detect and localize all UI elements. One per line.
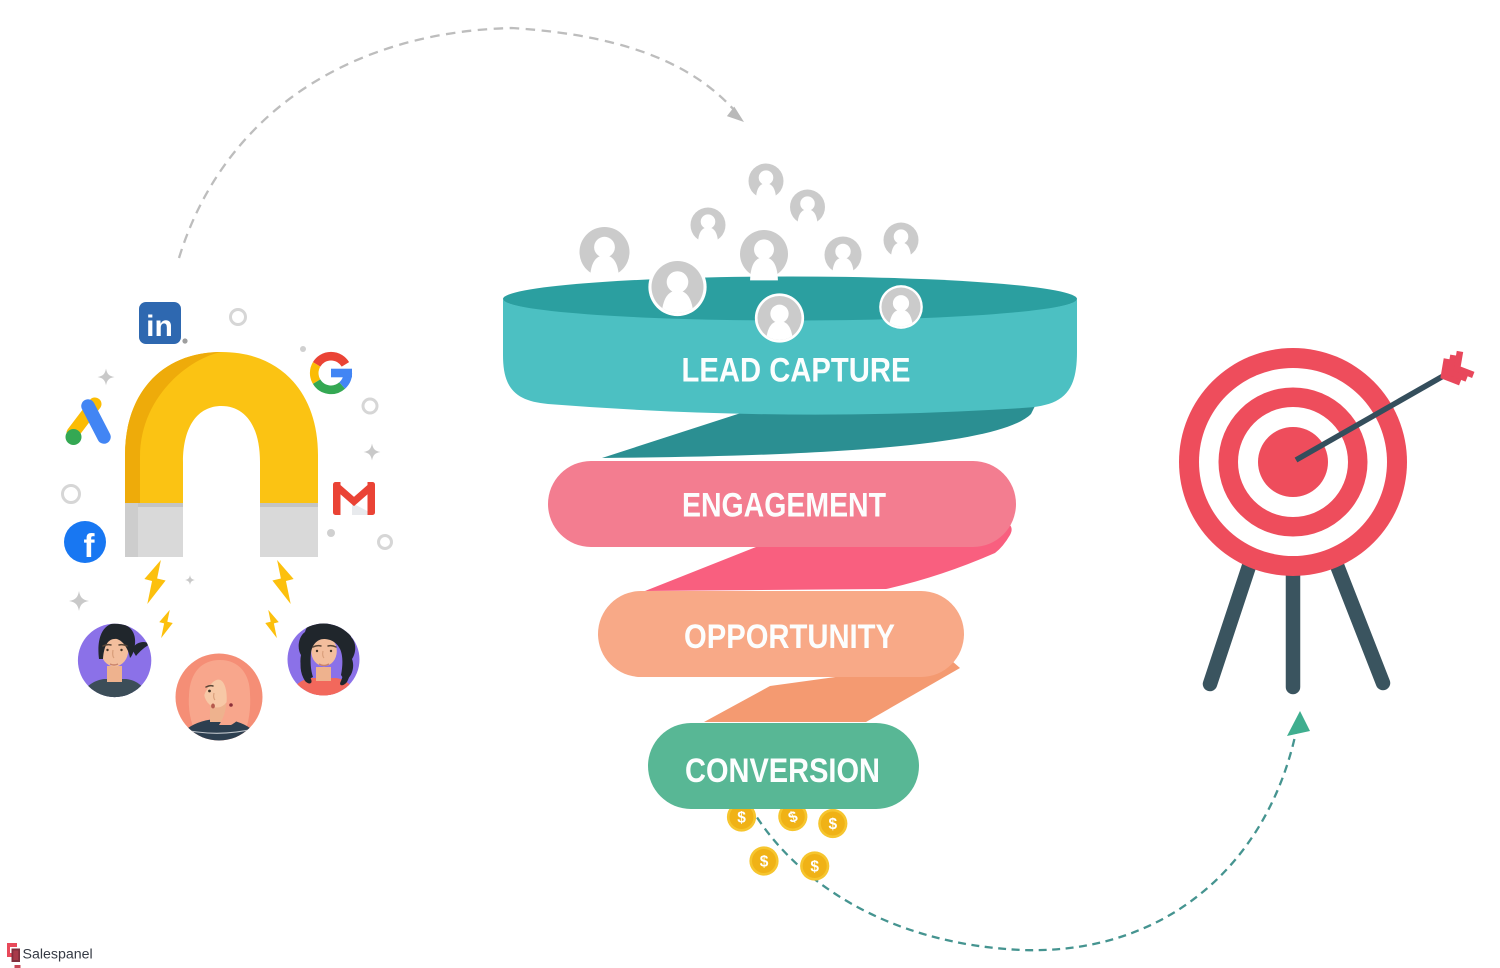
svg-text:Salespanel: Salespanel xyxy=(23,947,93,963)
svg-text:f: f xyxy=(84,527,96,564)
svg-text:CONVERSION: CONVERSION xyxy=(685,752,880,790)
svg-text:in: in xyxy=(146,310,173,343)
svg-text:ENGAGEMENT: ENGAGEMENT xyxy=(682,486,886,524)
svg-text:LEAD CAPTURE: LEAD CAPTURE xyxy=(682,352,911,390)
svg-text:OPPORTUNITY: OPPORTUNITY xyxy=(684,618,895,656)
